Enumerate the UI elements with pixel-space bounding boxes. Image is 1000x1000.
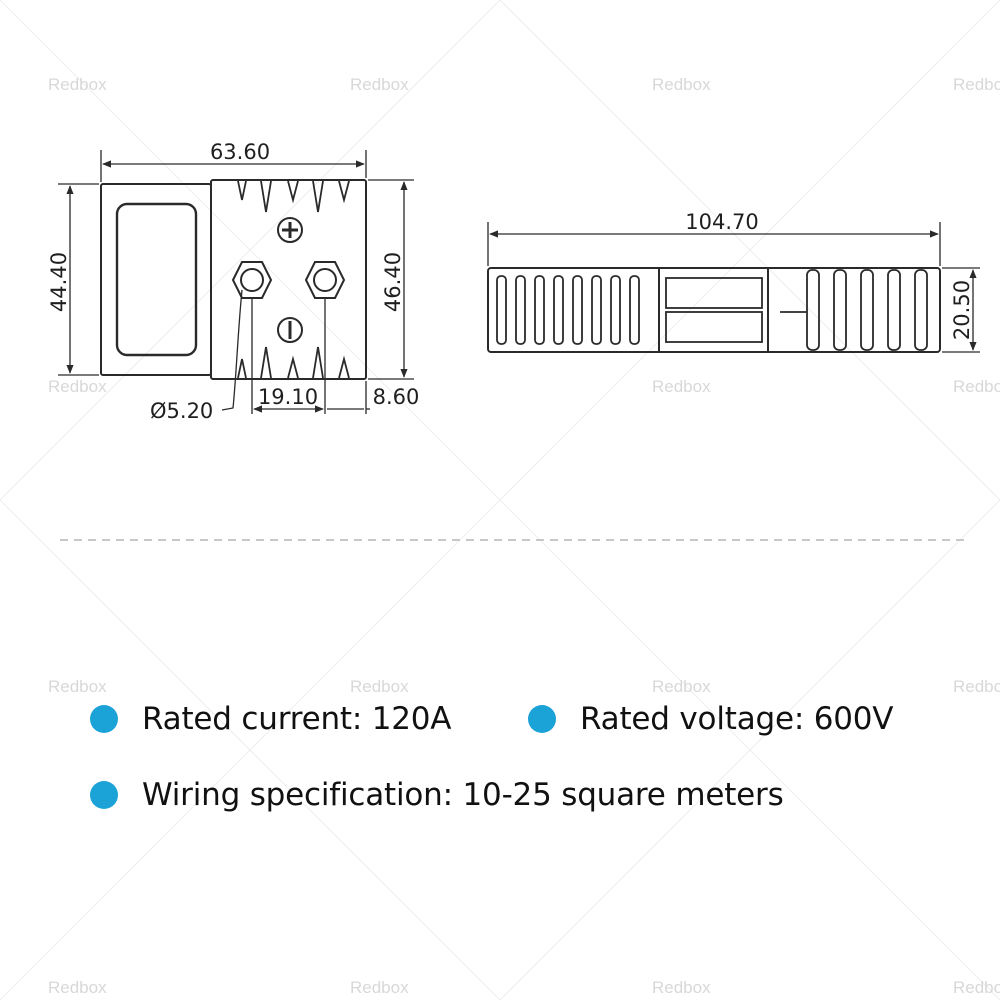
side-housing bbox=[487, 267, 941, 353]
watermark-text: Redbox bbox=[350, 75, 409, 94]
front-height-left-label: 44.40 bbox=[47, 252, 71, 312]
watermark-text: Redbox bbox=[953, 75, 1000, 94]
front-height-right-label: 46.40 bbox=[381, 252, 405, 312]
spec-row-2: Wiring specification: 10-25 square meter… bbox=[0, 770, 1000, 820]
watermark-text: Redbox bbox=[48, 677, 107, 696]
side-dimension-labels: 104.70 20.50 bbox=[685, 210, 974, 340]
spec-text: Wiring specification: 10-25 square meter… bbox=[142, 777, 784, 813]
watermark-text: Redbox bbox=[48, 377, 107, 396]
watermark-text: Redbox bbox=[48, 978, 107, 997]
plus-screw-icon bbox=[277, 217, 303, 243]
watermark-text: Redbox bbox=[350, 978, 409, 997]
watermark-text: Redbox bbox=[953, 978, 1000, 997]
front-dimension-labels: 63.60 44.40 46.40 Ø5.20 19.10 8.60 bbox=[47, 140, 419, 423]
watermark-text: Redbox bbox=[48, 75, 107, 94]
watermark-text: Redbox bbox=[652, 377, 711, 396]
watermark-texts: Redbox Redbox Redbox Redbox Redbox Redbo… bbox=[48, 75, 1000, 997]
left-terminal-nut-icon bbox=[231, 261, 273, 299]
front-window bbox=[115, 202, 198, 357]
watermark-text: Redbox bbox=[953, 677, 1000, 696]
side-left-grooves bbox=[496, 275, 640, 345]
front-width-label: 63.60 bbox=[210, 140, 270, 164]
side-view bbox=[487, 267, 941, 353]
spec-item-wiring: Wiring specification: 10-25 square meter… bbox=[90, 770, 784, 820]
front-dimension-lines bbox=[58, 150, 414, 414]
watermark-text: Redbox bbox=[953, 377, 1000, 396]
side-right-grooves bbox=[780, 269, 928, 351]
terminal-spacing-label: 19.10 bbox=[258, 385, 318, 409]
watermark-text: Redbox bbox=[652, 75, 711, 94]
spec-item-rated-voltage: Rated voltage: 600V bbox=[528, 694, 894, 744]
spec-text: Rated current: 120A bbox=[142, 701, 452, 737]
watermark-text: Redbox bbox=[350, 677, 409, 696]
bullet-icon bbox=[528, 705, 556, 733]
front-view bbox=[100, 179, 367, 380]
front-bottom-teeth bbox=[237, 346, 350, 379]
front-top-teeth bbox=[237, 180, 350, 213]
spec-row-1: Rated current: 120A Rated voltage: 600V bbox=[0, 694, 1000, 744]
hole-diameter-label: Ø5.20 bbox=[150, 399, 213, 423]
watermark-text: Redbox bbox=[652, 677, 711, 696]
spec-item-rated-current: Rated current: 120A bbox=[90, 694, 452, 744]
right-terminal-nut-icon bbox=[304, 261, 346, 299]
side-middle-section bbox=[665, 277, 763, 343]
side-length-label: 104.70 bbox=[685, 210, 758, 234]
spec-text: Rated voltage: 600V bbox=[580, 701, 894, 737]
offset-label: 8.60 bbox=[373, 385, 420, 409]
bullet-icon bbox=[90, 781, 118, 809]
side-height-label: 20.50 bbox=[950, 280, 974, 340]
bullet-icon bbox=[90, 705, 118, 733]
watermark-text: Redbox bbox=[652, 978, 711, 997]
minus-screw-icon bbox=[277, 317, 303, 343]
side-dimension-lines bbox=[487, 222, 980, 353]
